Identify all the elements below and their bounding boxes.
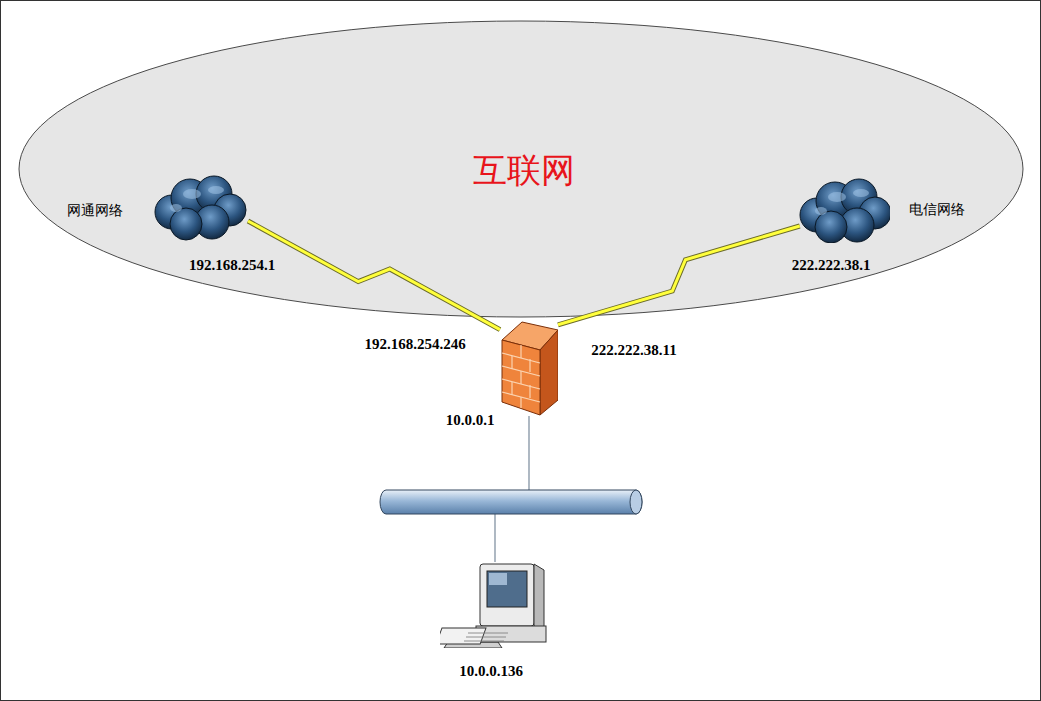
ip-address: 222.222.38.1: [792, 256, 871, 274]
ip-address: 10.0.0.1: [446, 411, 495, 429]
ip-address: 10.0.0.136: [459, 662, 523, 680]
cloud-outline: [150, 172, 248, 242]
firewall-outline: [500, 320, 558, 416]
isp-cloud: 网通网络192.168.254.1: [150, 172, 248, 242]
region-title: 互联网: [473, 150, 575, 191]
ip-address: 192.168.254.1: [189, 256, 275, 274]
internet-region: 互联网网通网络192.168.254.1电信网络222.222.38.1: [18, 20, 1024, 318]
workstation: 10.0.0.136: [440, 562, 550, 648]
network-name: 网通网络: [67, 202, 123, 219]
ip-address: 222.222.38.11: [591, 341, 676, 359]
network-name: 电信网络: [909, 201, 965, 218]
computer-outline: [440, 562, 550, 648]
link-line: [495, 416, 529, 562]
cloud-outline: [795, 175, 890, 243]
firewall: 192.168.254.246222.222.38.1110.0.0.1: [500, 320, 558, 416]
ip-address: 192.168.254.246: [364, 335, 465, 353]
lan-link: [495, 416, 529, 562]
isp-cloud: 电信网络222.222.38.1: [795, 175, 890, 243]
